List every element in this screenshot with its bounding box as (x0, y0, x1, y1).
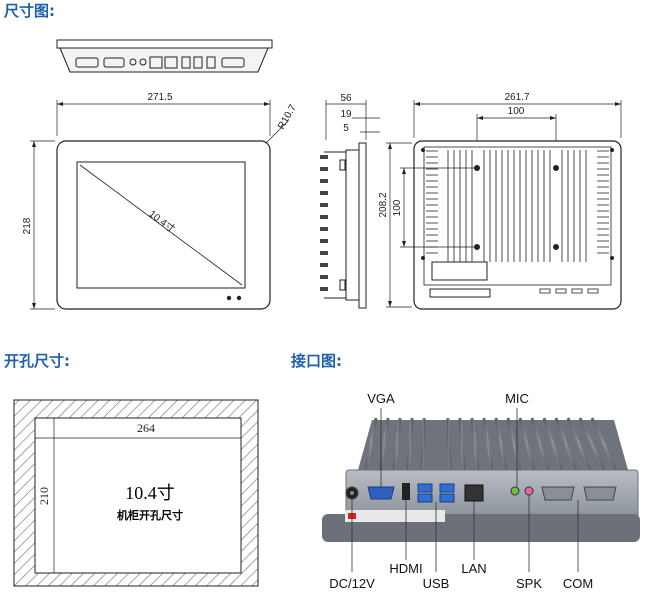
cutout-width-label: 264 (137, 421, 155, 435)
cutout-caption: 机柜开孔尺寸 (117, 508, 183, 522)
vesa-h-label: 100 (508, 106, 525, 117)
port-label-usb: USB (423, 576, 450, 591)
heatsink-fins (426, 150, 609, 262)
interface-device (322, 417, 640, 542)
port-label-mic: MIC (505, 391, 529, 406)
port-label-vga: VGA (367, 391, 395, 406)
side-view: 56 19 5 (320, 93, 380, 309)
side-depth2-label: 19 (340, 109, 352, 120)
cutout-drawing: 264 210 10.4寸 机柜开孔尺寸 (13, 399, 259, 587)
front-height-label: 218 (22, 217, 33, 234)
back-height-label: 208.2 (378, 192, 389, 217)
cutout-size-label: 10.4寸 (125, 483, 175, 503)
side-depth-label: 56 (340, 93, 352, 104)
port-label-com: COM (563, 576, 593, 591)
heading-dimensions: 尺寸图: (4, 2, 55, 20)
front-view: 271.5 10.4寸 R10.7 218 (22, 92, 299, 310)
vesa-v-label: 100 (392, 199, 403, 216)
back-width-label: 261.7 (504, 92, 529, 103)
callout-lines (351, 408, 579, 572)
heading-interfaces: 接口图: (291, 352, 342, 370)
port-label-hdmi: HDMI (389, 561, 422, 576)
cutout-height-label: 210 (37, 487, 51, 505)
top-view (56, 39, 273, 73)
back-view: 261.7 100 (378, 92, 622, 310)
front-width-label: 271.5 (147, 92, 172, 103)
port-label-dc: DC/12V (329, 576, 375, 591)
heading-cutout: 开孔尺寸: (4, 352, 70, 370)
port-label-lan: LAN (461, 561, 486, 576)
port-label-spk: SPK (516, 576, 542, 591)
corner-radius-label: R10.7 (276, 103, 299, 132)
side-depth3-label: 5 (343, 123, 349, 134)
